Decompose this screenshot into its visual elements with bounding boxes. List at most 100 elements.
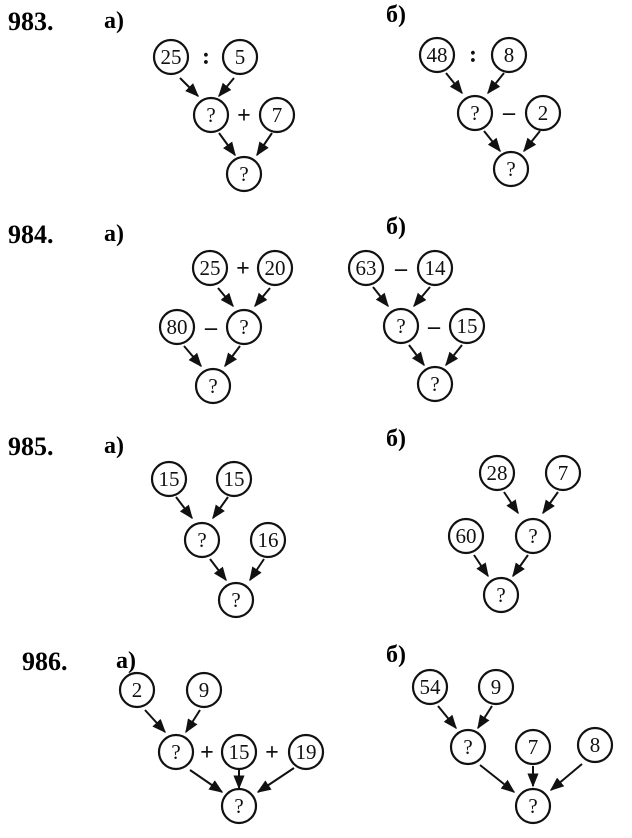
node-value: ? xyxy=(208,374,217,398)
node-circle: 8 xyxy=(490,36,528,74)
node-circle: 14 xyxy=(416,249,454,287)
node-circle: ? xyxy=(157,733,195,771)
node-value: 48 xyxy=(427,43,448,67)
node-circle: 48 xyxy=(418,36,456,74)
node-circle: ? xyxy=(482,576,520,614)
node-value: 7 xyxy=(558,461,569,485)
node-value: 20 xyxy=(265,256,286,280)
node-circle: 54 xyxy=(411,668,449,706)
node-circle: 60 xyxy=(447,517,485,555)
node-value: ? xyxy=(470,101,479,125)
node-circle: 7 xyxy=(544,454,582,492)
node-circle: 15 xyxy=(215,460,253,498)
node-circle: 19 xyxy=(287,733,325,771)
node-value: ? xyxy=(231,588,240,612)
problem-number: 985. xyxy=(8,432,54,461)
node-circle: 63 xyxy=(347,249,385,287)
node-value: ? xyxy=(396,314,405,338)
node-value: ? xyxy=(528,794,537,818)
operator: + xyxy=(237,103,251,129)
node-value: 25 xyxy=(200,256,221,280)
problem-983: 983. а) б) 25 5 ? 7 ? : + 48 8 ? 2 ? : – xyxy=(8,2,562,193)
node-circle: ? xyxy=(492,150,530,188)
node-circle: 9 xyxy=(477,668,515,706)
node-value: ? xyxy=(234,794,243,818)
node-circle: ? xyxy=(225,155,263,193)
node-value: 16 xyxy=(258,528,279,552)
node-value: 15 xyxy=(159,467,180,491)
node-circle: ? xyxy=(220,787,258,825)
operator: : xyxy=(202,44,210,70)
part-label-a: а) xyxy=(104,433,124,459)
node-circle: 5 xyxy=(221,38,259,76)
node-circle: 2 xyxy=(118,671,156,709)
node-value: 63 xyxy=(356,256,377,280)
part-label-a: а) xyxy=(104,8,124,34)
node-circle: ? xyxy=(416,365,454,403)
node-circle: 25 xyxy=(191,249,229,287)
node-circle: 20 xyxy=(256,249,294,287)
operator: – xyxy=(204,315,218,341)
node-value: 5 xyxy=(235,45,246,69)
operator: – xyxy=(502,100,516,126)
part-label-b: б) xyxy=(386,2,406,28)
node-value: 7 xyxy=(528,735,539,759)
part-label-a: а) xyxy=(116,648,136,674)
operator: + xyxy=(265,740,279,766)
operator: + xyxy=(236,256,250,282)
node-circle: ? xyxy=(217,581,255,619)
node-circle: ? xyxy=(183,521,221,559)
node-value: ? xyxy=(171,740,180,764)
operator: – xyxy=(427,314,441,340)
node-value: ? xyxy=(528,524,537,548)
node-circle: ? xyxy=(192,96,230,134)
node-value: ? xyxy=(239,315,248,339)
node-circle: 7 xyxy=(258,96,296,134)
node-circle: 25 xyxy=(152,38,190,76)
problem-984: 984. а) б) 25 20 80 ? ? + – 63 14 ? 15 ?… xyxy=(8,214,486,405)
node-value: 8 xyxy=(590,733,601,757)
node-circle: 7 xyxy=(514,728,552,766)
node-value: 60 xyxy=(456,524,477,548)
operator: + xyxy=(200,740,214,766)
node-value: 9 xyxy=(491,675,502,699)
node-value: ? xyxy=(197,528,206,552)
node-circle: 80 xyxy=(158,308,196,346)
node-value: 25 xyxy=(161,45,182,69)
part-label-a: а) xyxy=(104,221,124,247)
node-circle: ? xyxy=(382,307,420,345)
operator: – xyxy=(394,256,408,282)
node-value: ? xyxy=(206,103,215,127)
node-circle: ? xyxy=(449,728,487,766)
node-value: ? xyxy=(463,735,472,759)
node-value: ? xyxy=(506,157,515,181)
problem-number: 986. xyxy=(22,647,68,676)
operator: : xyxy=(469,42,477,68)
node-circle: 2 xyxy=(524,94,562,132)
node-value: 2 xyxy=(132,678,143,702)
node-circle: 9 xyxy=(185,671,223,709)
node-value: 2 xyxy=(538,101,549,125)
node-value: 80 xyxy=(167,315,188,339)
node-circle: 8 xyxy=(576,726,614,764)
node-value: 8 xyxy=(504,43,515,67)
node-value: ? xyxy=(496,583,505,607)
node-circle: 15 xyxy=(150,460,188,498)
node-value: 14 xyxy=(425,256,447,280)
node-value: ? xyxy=(430,372,439,396)
problem-number: 984. xyxy=(8,220,54,249)
node-circle: ? xyxy=(456,94,494,132)
part-label-b: б) xyxy=(386,642,406,668)
node-circle: 15 xyxy=(220,733,258,771)
node-value: 15 xyxy=(224,467,245,491)
problem-985: 985. а) б) 15 15 ? 16 ? 28 7 60 ? ? xyxy=(8,426,582,619)
problem-986: 986. а) б) 2 9 ? 15 19 ? + + 54 9 ? 7 8 … xyxy=(22,642,614,825)
node-value: 54 xyxy=(420,675,442,699)
node-value: 9 xyxy=(199,678,210,702)
node-circle: ? xyxy=(514,517,552,555)
node-value: 7 xyxy=(272,103,283,127)
node-value: 28 xyxy=(487,461,508,485)
node-circle: ? xyxy=(225,308,263,346)
node-value: 15 xyxy=(229,740,250,764)
